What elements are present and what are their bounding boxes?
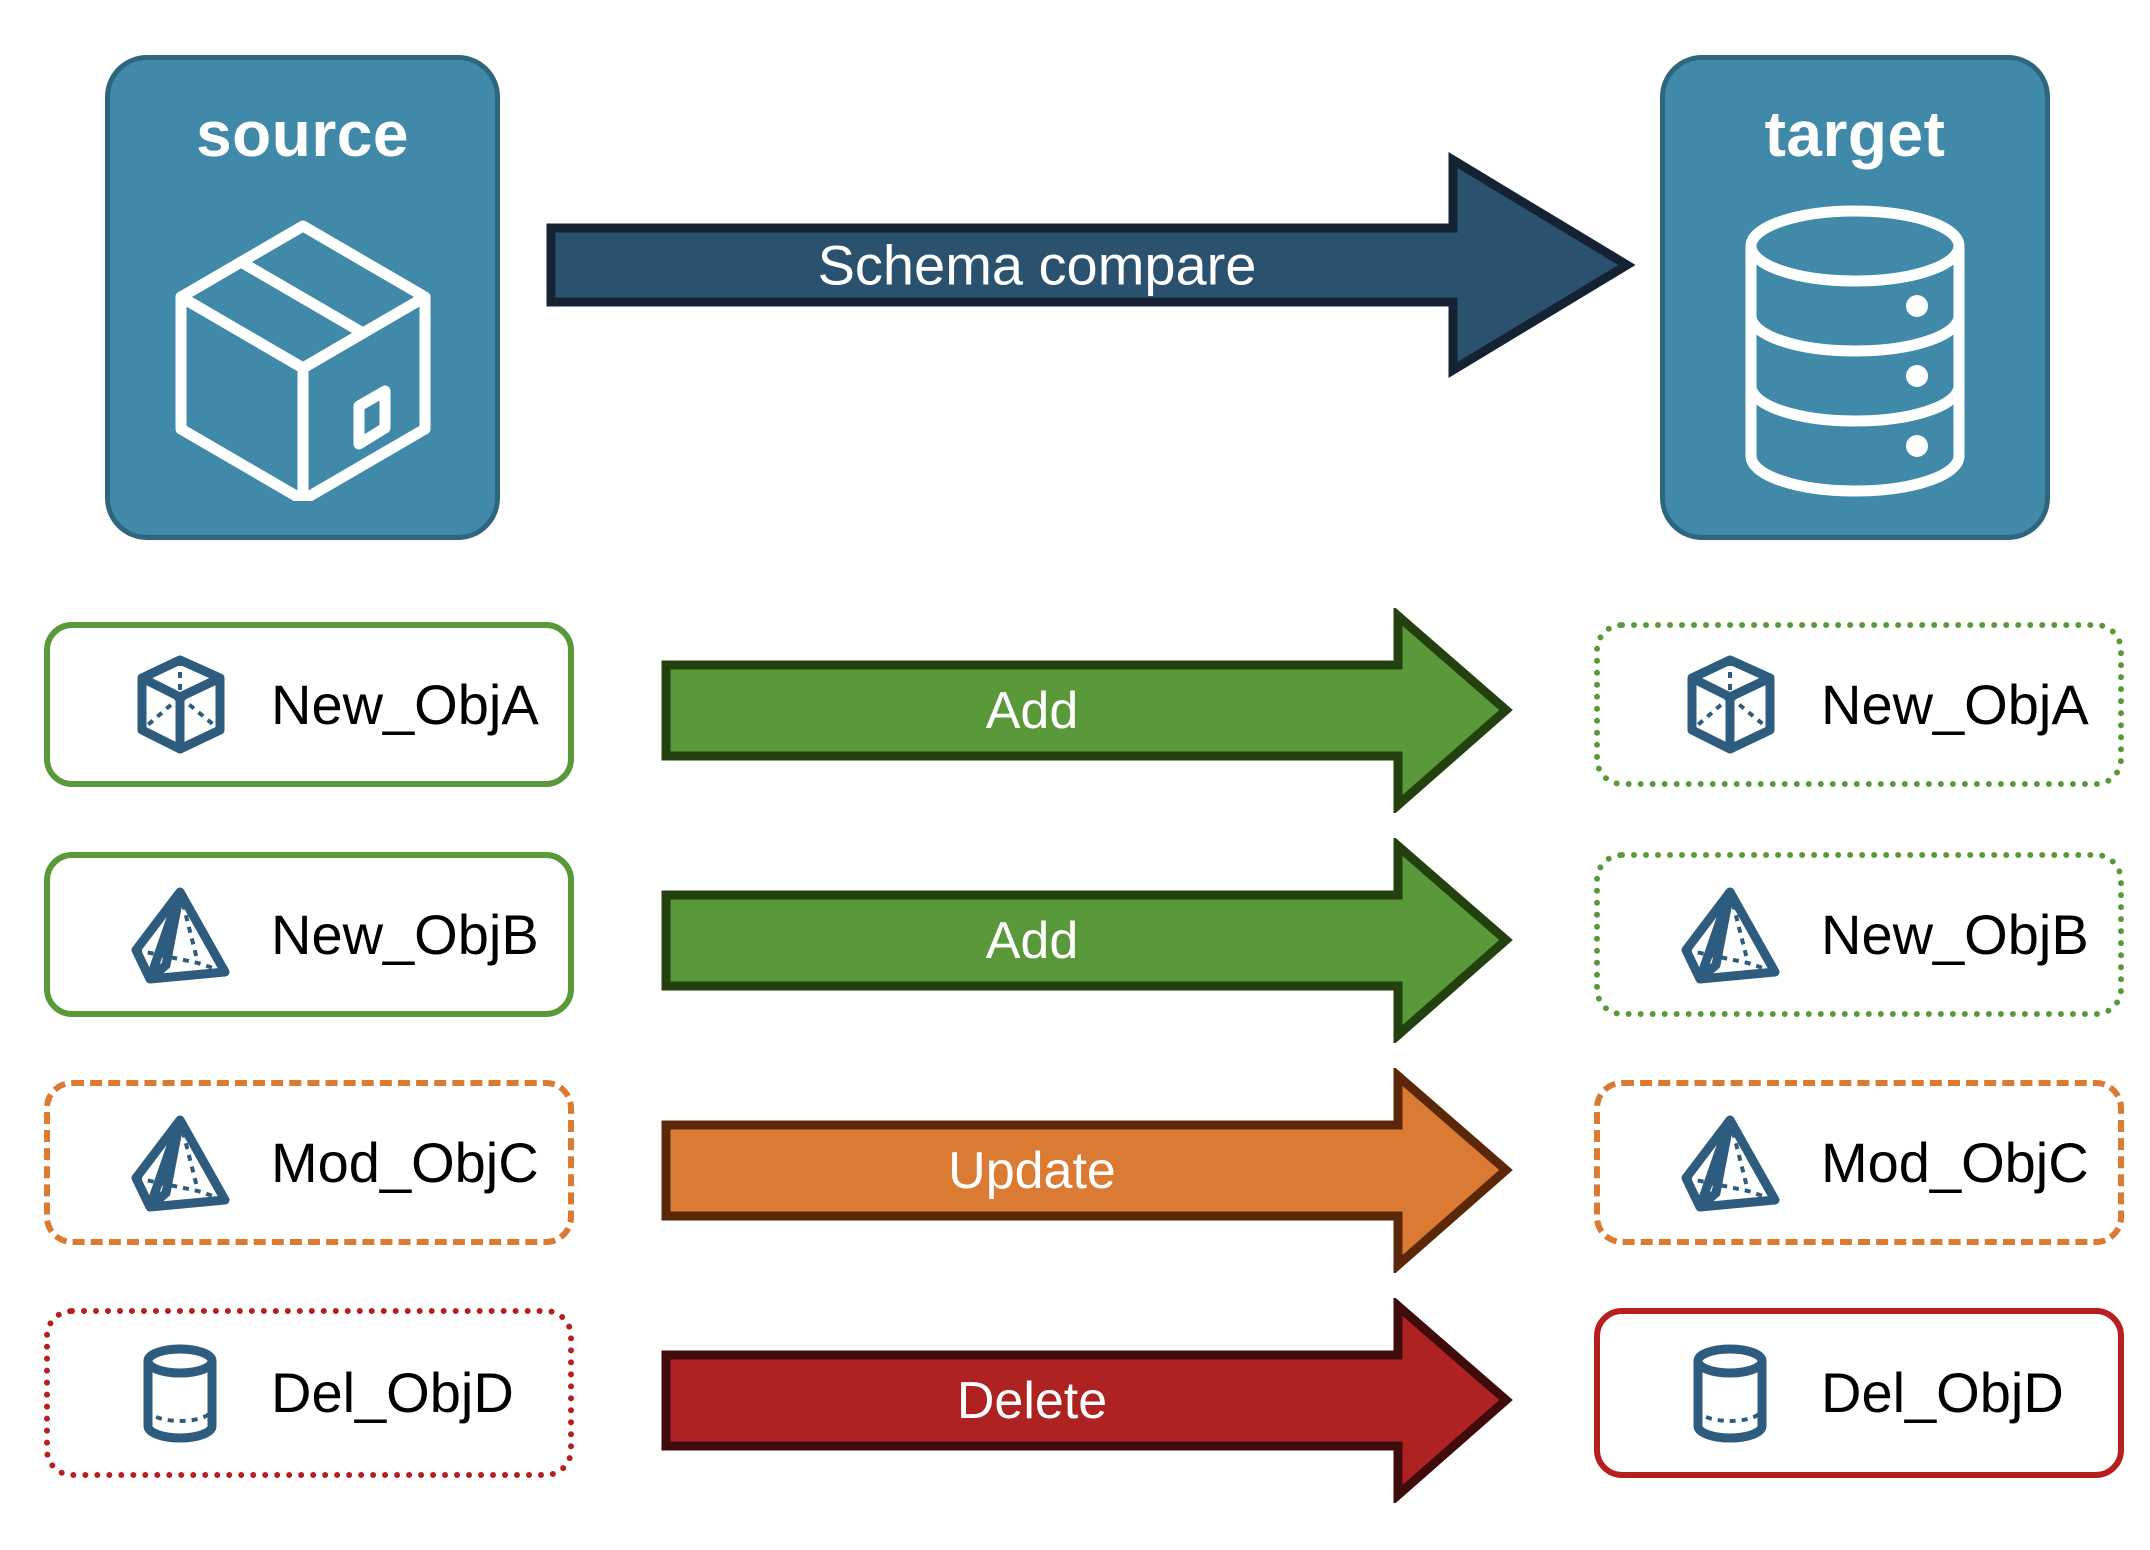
wireframe-pyramid-icon [1678,1110,1783,1215]
source-object-label-2: Mod_ObjC [271,1130,539,1194]
cylinder-icon [128,1341,233,1446]
action-arrow-label-1: Add [986,912,1079,970]
target-title: target [1764,98,1946,170]
source-object-label-3: Del_ObjD [271,1361,514,1424]
target-object-label-0: New_ObjA [1821,672,2089,736]
wireframe-cube-icon [1678,652,1783,757]
action-arrow-label-0: Add [986,682,1079,740]
cylinder-icon [1678,1341,1783,1446]
target-object-box-2[interactable]: Mod_ObjC [1594,1080,2124,1245]
source-object-box-3[interactable]: Del_ObjD [44,1308,574,1478]
schema-compare-label: Schema compare [818,234,1257,297]
source-object-box-2[interactable]: Mod_ObjC [44,1080,574,1245]
action-arrow-label-3: Delete [957,1372,1107,1430]
source-object-label-1: New_ObjB [271,902,539,966]
target-object-box-3[interactable]: Del_ObjD [1594,1308,2124,1478]
target-object-box-1[interactable]: New_ObjB [1594,852,2124,1017]
wireframe-cube-icon [128,652,233,757]
database-cylinder-icon [1665,166,2045,535]
schema-compare-arrow: Schema compare [545,140,1635,390]
source-endpoint-card: source [105,55,500,540]
target-object-label-3: Del_ObjD [1821,1361,2064,1424]
action-arrow-update-2: Update [660,1068,1520,1273]
action-arrow-add-1: Add [660,838,1520,1043]
wireframe-pyramid-icon [1678,882,1783,987]
action-arrow-add-0: Add [660,608,1520,813]
wireframe-pyramid-icon [128,1110,233,1215]
target-object-box-0[interactable]: New_ObjA [1594,622,2124,787]
source-object-box-1[interactable]: New_ObjB [44,852,574,1017]
source-object-box-0[interactable]: New_ObjA [44,622,574,787]
wireframe-pyramid-icon [128,882,233,987]
action-arrow-delete-3: Delete [660,1298,1520,1503]
package-box-icon [110,166,495,535]
target-object-label-2: Mod_ObjC [1821,1130,2089,1194]
source-object-label-0: New_ObjA [271,672,539,736]
target-object-label-1: New_ObjB [1821,902,2089,966]
action-arrow-label-2: Update [948,1142,1116,1200]
source-title: source [196,98,409,170]
target-endpoint-card: target [1660,55,2050,540]
